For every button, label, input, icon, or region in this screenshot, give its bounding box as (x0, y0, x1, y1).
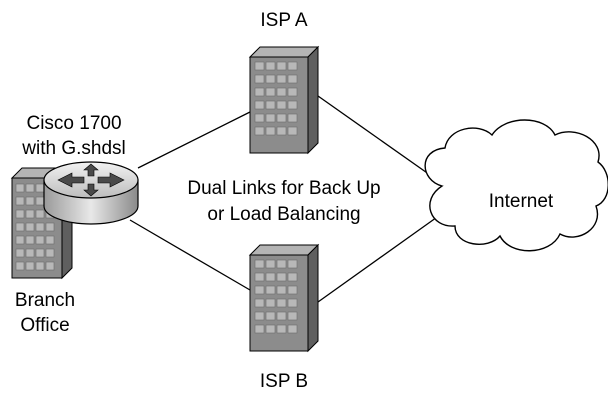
isp-b-label: ISP B (259, 371, 309, 392)
links-caption-line2: or Load Balancing (207, 204, 361, 225)
isp-a-label: ISP A (260, 10, 308, 31)
server-building-icon (248, 243, 320, 353)
links-caption-line1: Dual Links for Back Up (187, 178, 381, 199)
link-isp-b-internet (317, 214, 441, 303)
router-icon (43, 161, 139, 225)
internet-label: Internet (488, 191, 554, 212)
link-router-isp-b (129, 219, 251, 291)
server-building-icon (248, 45, 320, 155)
link-router-isp-a (137, 111, 251, 169)
branch-office-label-line1: Branch (14, 290, 76, 311)
router-label-line2: with G.shdsl (22, 138, 126, 159)
router-label-line1: Cisco 1700 (26, 113, 122, 134)
link-isp-a-internet (317, 95, 441, 183)
branch-office-label-line2: Office (20, 315, 70, 336)
cloud-icon (424, 119, 608, 252)
